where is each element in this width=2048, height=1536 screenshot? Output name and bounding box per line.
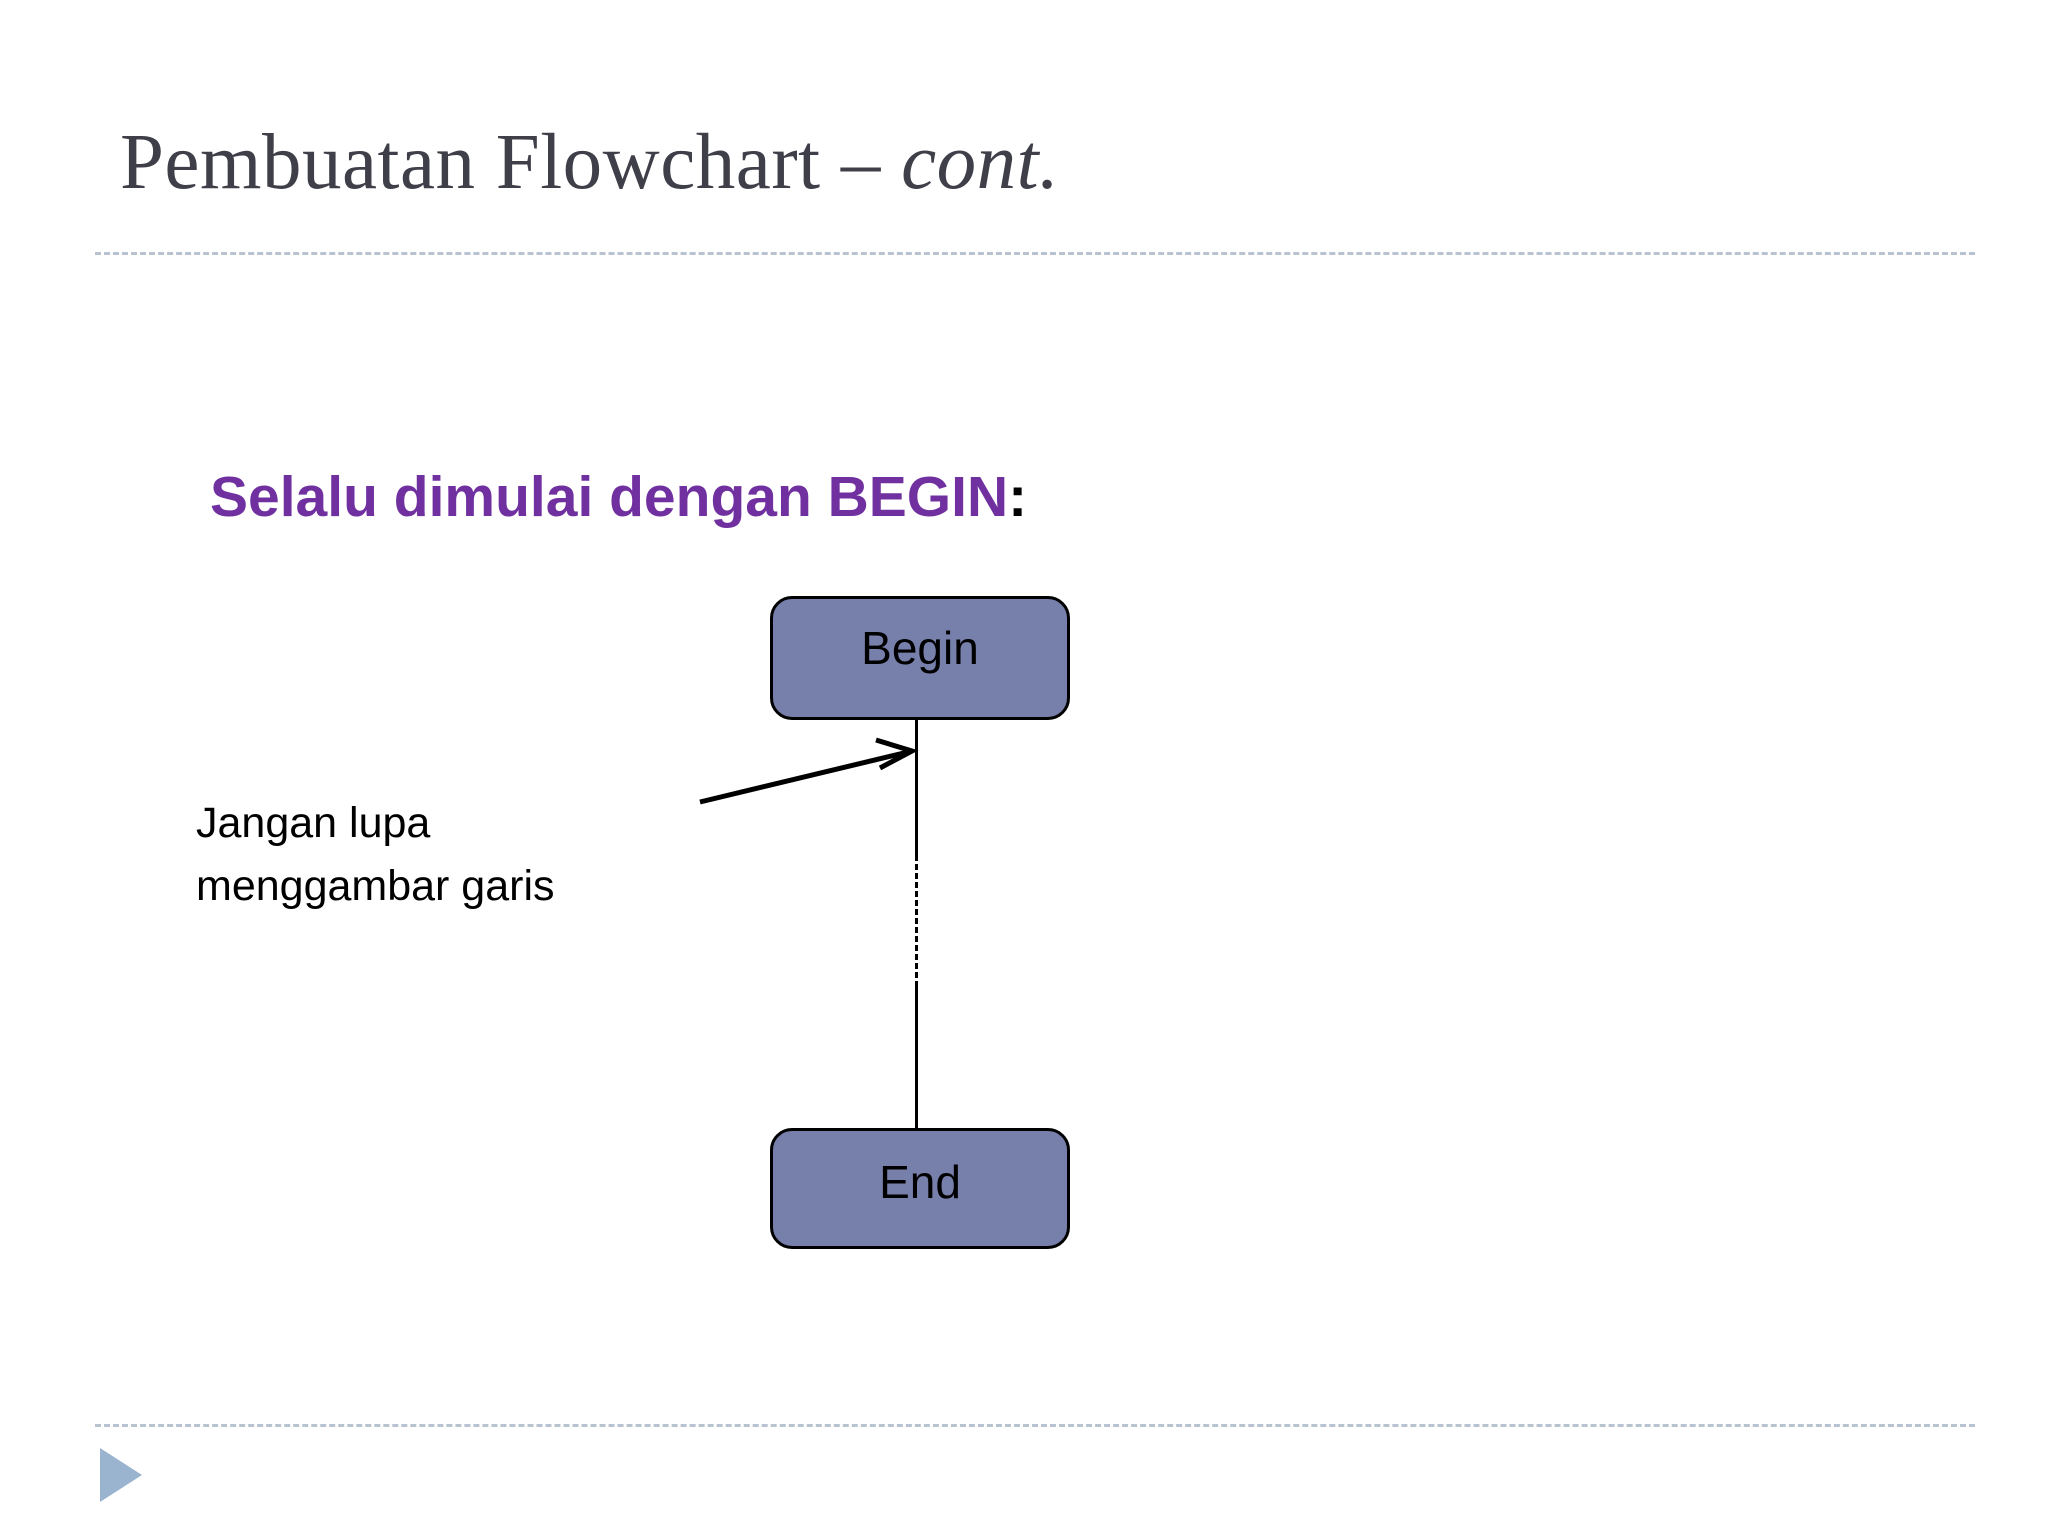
- flowchart-node-end[interactable]: End: [770, 1128, 1070, 1249]
- page-title-cont: cont.: [901, 119, 1060, 206]
- header-divider: [95, 252, 1975, 255]
- flowchart-node-begin-label: Begin: [861, 622, 979, 674]
- subtitle-colon: :: [1008, 465, 1028, 529]
- page-title-main: Pembuatan Flowchart –: [120, 119, 902, 206]
- connector-solid-upper: [915, 719, 918, 855]
- subtitle-text: Selalu dimulai dengan BEGIN: [210, 465, 1009, 529]
- annotation-note-line2: menggambar garis: [196, 862, 555, 910]
- annotation-note-line1: Jangan lupa: [196, 799, 431, 847]
- pointer-arrow-icon: [699, 737, 919, 805]
- annotation-note: Jangan lupa menggambar garis: [196, 792, 716, 918]
- subtitle-heading: Selalu dimulai dengan BEGIN:: [210, 463, 1027, 531]
- page-title: Pembuatan Flowchart – cont.: [120, 112, 1820, 214]
- connector-solid-lower: [915, 987, 918, 1129]
- flowchart-node-end-label: End: [879, 1156, 961, 1208]
- flowchart-node-begin[interactable]: Begin: [770, 596, 1070, 720]
- footer-divider: [95, 1424, 1975, 1427]
- connector-dashed-middle: [915, 855, 918, 987]
- title-block: Pembuatan Flowchart – cont.: [120, 112, 1820, 222]
- play-triangle-icon: [100, 1448, 142, 1502]
